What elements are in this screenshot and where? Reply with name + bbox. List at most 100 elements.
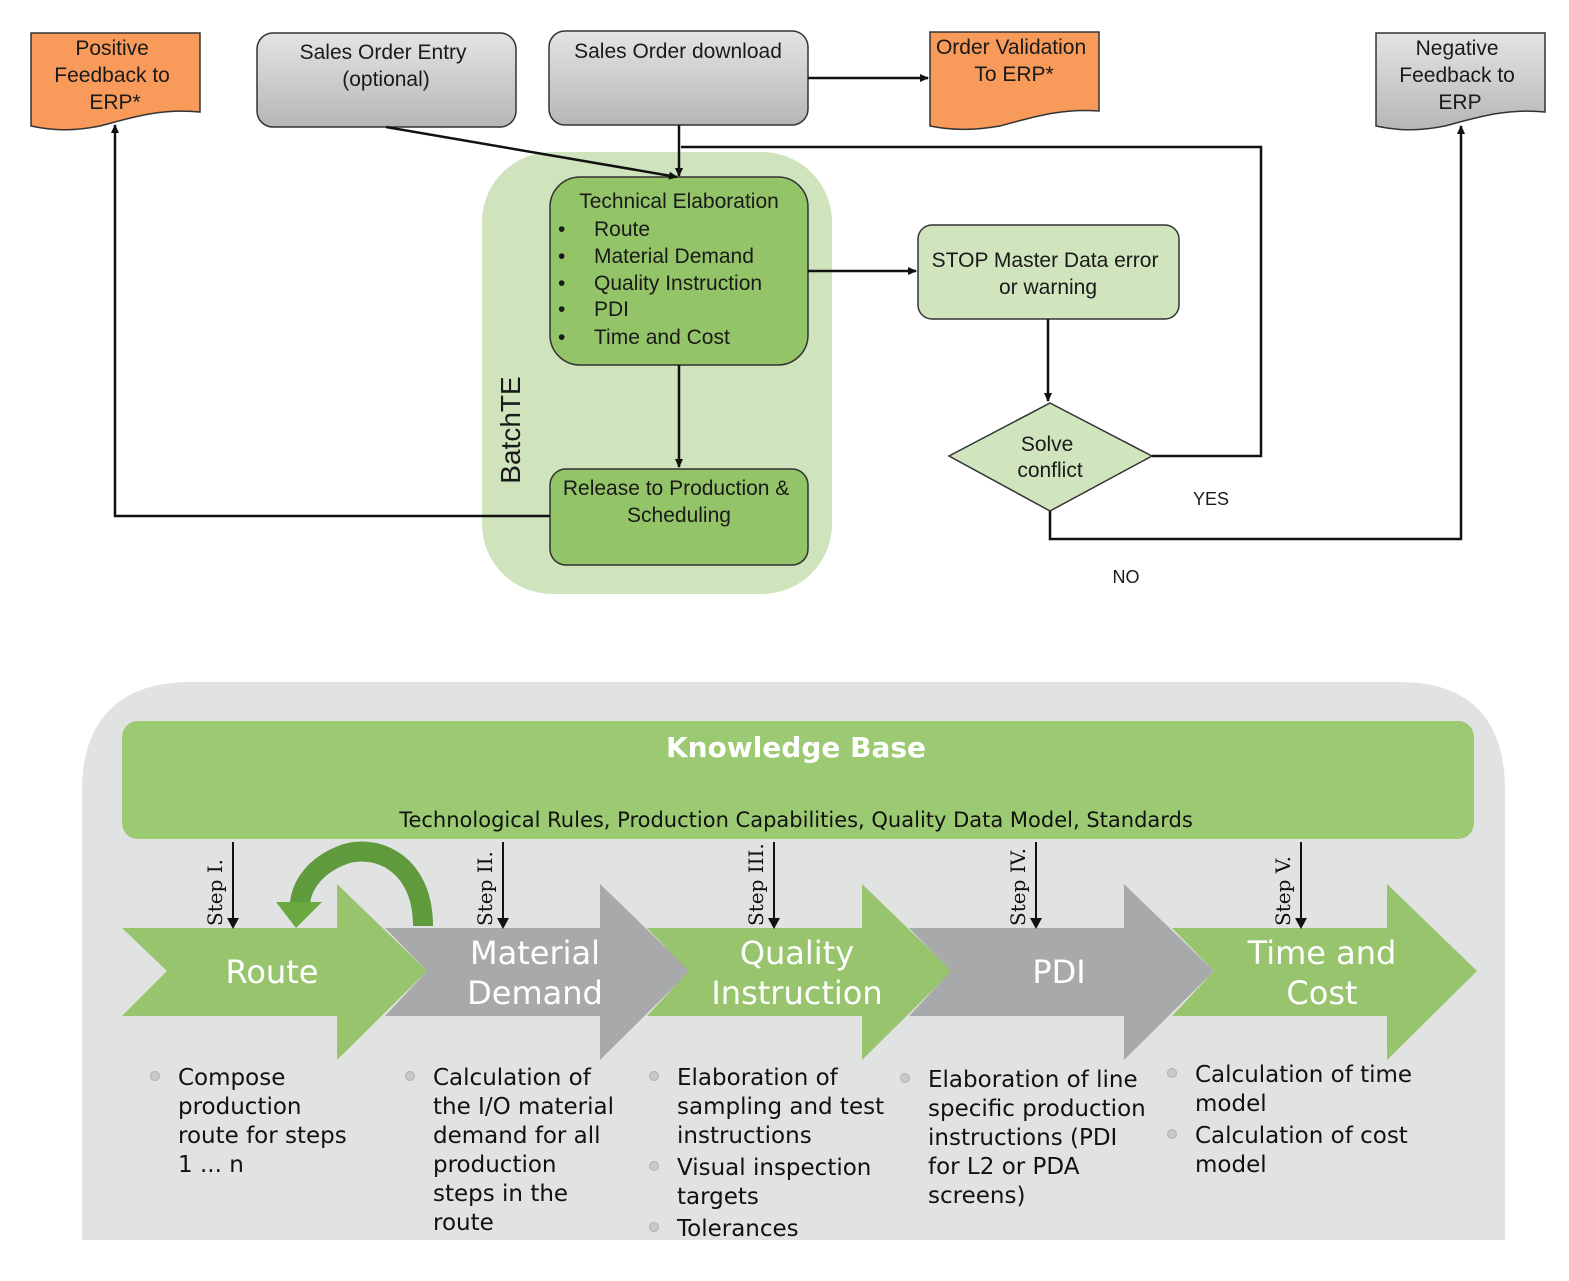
svg-text:Order Validation To ERP*: Order Validation To ERP* <box>936 36 1092 86</box>
svg-text:Sales Order download: Sales Order download <box>574 40 782 63</box>
technical-elaboration-box: Technical Elaboration •Route •Material D… <box>549 176 809 366</box>
svg-text:•: • <box>558 218 565 241</box>
svg-text:•: • <box>558 245 565 268</box>
negative-feedback-doc: Negative Feedback to ERP <box>1375 32 1546 131</box>
svg-text:Positive Feedback to: Positive Feedback to ERP* <box>54 37 175 114</box>
svg-text:•: • <box>558 326 565 349</box>
order-validation-line1: Order Validation <box>936 36 1086 59</box>
flowchart: BatchTE Positive Feedback to ERP* Sales … <box>30 30 1546 594</box>
bullet-line: Tolerances <box>676 1216 799 1242</box>
bullet-line: the I/O material <box>433 1094 614 1120</box>
solve-conflict-decision: Solve conflict <box>947 402 1154 512</box>
bullet-line: production <box>433 1152 557 1178</box>
connector-yes-loop <box>681 145 1263 458</box>
bullet-line: model <box>1195 1152 1267 1178</box>
bullet-text: Elaboration of line specific production in… <box>928 1067 1146 1209</box>
sales-order-download-box: Sales Order download <box>548 30 809 126</box>
step-title-line: Time and <box>1247 934 1397 972</box>
bullet-text: Calculation of cost model <box>1195 1123 1408 1178</box>
step-title-line: Instruction <box>711 974 882 1012</box>
step-arrowhead-icon <box>227 918 239 929</box>
step-title-line: Demand <box>467 974 603 1012</box>
step-label: Step I. <box>203 859 227 926</box>
step-title-line: Cost <box>1286 974 1357 1012</box>
order-validation-doc: Order Validation To ERP* <box>929 31 1100 131</box>
bullet-line: Calculation of time <box>1195 1062 1412 1088</box>
no-label: NO <box>1113 567 1140 587</box>
positive-feedback-doc: Positive Feedback to ERP* <box>30 32 201 131</box>
sales-order-entry-box: Sales Order Entry (optional) <box>256 32 517 128</box>
step-label: Step IV. <box>1006 848 1030 926</box>
svg-text:Solve conflict: Solve conflict <box>1017 433 1083 482</box>
connector-no-to-negative <box>1048 125 1465 541</box>
connectors <box>111 74 1465 541</box>
knowledge-base-title: Knowledge Base <box>666 731 926 764</box>
step-title-line: Quality <box>740 934 854 972</box>
step-label: Step V. <box>1271 856 1295 926</box>
chevron-step-5 <box>1172 884 1477 1060</box>
te-item-route: Route <box>594 218 650 241</box>
bullet-line: route <box>433 1210 494 1236</box>
bullet-line: Calculation of <box>433 1065 592 1091</box>
batchte-label: BatchTE <box>495 376 526 483</box>
step-label: Step II. <box>473 851 497 926</box>
chevron-step-3 <box>647 884 952 1060</box>
bullet-dot-icon <box>1167 1068 1177 1078</box>
step-title-line: PDI <box>1032 953 1085 991</box>
te-item-pdi: PDI <box>594 298 629 321</box>
bullet-line: demand for all <box>433 1123 601 1149</box>
bullet-dot-icon <box>900 1073 910 1083</box>
bullet-line: Calculation of cost <box>1195 1123 1408 1149</box>
bullet-text: Visual inspection targets <box>677 1155 871 1210</box>
bullet-line: route for steps <box>178 1123 347 1149</box>
te-item-time-cost: Time and Cost <box>594 326 730 349</box>
curved-return-arrow-icon <box>276 841 433 928</box>
step-label: Step III. <box>744 843 768 926</box>
bullet-dot-icon <box>405 1071 415 1081</box>
sales-order-entry-line1: Sales Order Entry <box>300 41 467 64</box>
knowledge-base-subtitle: Technological Rules, Production Capabili… <box>398 808 1193 832</box>
bullet-dot-icon <box>150 1071 160 1081</box>
stop-line1: STOP Master Data error <box>932 249 1159 272</box>
bullet-dot-icon <box>649 1161 659 1171</box>
bullet-line: targets <box>677 1184 759 1210</box>
bullet-line: instructions (PDI <box>928 1125 1117 1151</box>
step-arrowhead-icon <box>497 918 509 929</box>
release-box: Release to Production & Scheduling <box>549 468 809 566</box>
release-line1: Release to Production & <box>563 477 789 500</box>
bullet-line: for L2 or PDA <box>928 1154 1080 1180</box>
bullet-dot-icon <box>649 1071 659 1081</box>
bullet-line: production <box>178 1094 302 1120</box>
step-arrowhead-icon <box>768 918 780 929</box>
chevron-step-4 <box>909 884 1214 1060</box>
positive-feedback-line1: Positive <box>75 37 149 60</box>
bullet-line: steps in the <box>433 1181 568 1207</box>
negative-feedback-line2: Feedback to <box>1399 64 1515 87</box>
bullet-line: specific production <box>928 1096 1146 1122</box>
svg-text:Technical Elaboration: Technical Elaboration <box>579 190 779 213</box>
bullet-text: Tolerances <box>676 1216 799 1242</box>
release-line2: Scheduling <box>627 504 731 527</box>
chevron-step-2 <box>385 884 690 1060</box>
bullet-line: sampling and test <box>677 1094 884 1120</box>
negative-feedback-line1: Negative <box>1416 37 1499 60</box>
bullet-line: screens) <box>928 1183 1025 1209</box>
bullet-line: Visual inspection <box>677 1155 871 1181</box>
bullet-line: model <box>1195 1091 1267 1117</box>
stop-box: STOP Master Data error or warning <box>917 224 1180 320</box>
bullet-line: Elaboration of line <box>928 1067 1138 1093</box>
knowledge-base-bar <box>122 721 1474 839</box>
svg-text:•: • <box>558 298 565 321</box>
yes-label: YES <box>1193 489 1229 509</box>
order-validation-line2: To ERP* <box>974 63 1053 86</box>
svg-text:Release to Production &: Release to Production & Scheduling <box>563 477 795 527</box>
step-title-line: Route <box>226 953 319 991</box>
bullet-text: Calculation of time model <box>1195 1062 1412 1117</box>
decision-line2: conflict <box>1017 459 1083 482</box>
bullet-line: instructions <box>677 1123 812 1149</box>
step-title-line: Material <box>470 934 600 972</box>
